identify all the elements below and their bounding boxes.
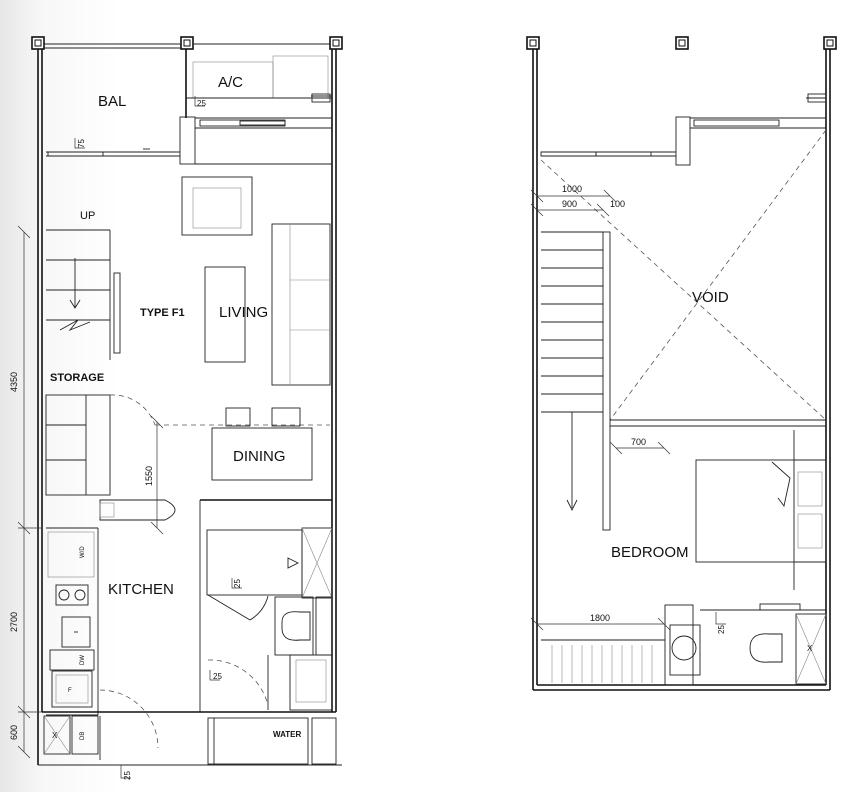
column-marker <box>526 36 540 50</box>
lower-floor-plan <box>17 36 343 779</box>
label-dining: DINING <box>233 448 286 465</box>
dim-1550: 1550 <box>144 466 154 486</box>
upper-floor-plan <box>526 36 837 691</box>
label-stair-up: UP <box>80 210 95 222</box>
label-aircon-ledge: A/C <box>218 74 243 91</box>
dim-25-door: 25 <box>123 771 132 780</box>
dim-1800: 1800 <box>590 613 610 623</box>
column-marker <box>823 36 837 50</box>
label-bedroom: BEDROOM <box>611 544 689 561</box>
dim-4350: 4350 <box>9 372 19 392</box>
label-unit-type: TYPE F1 <box>140 307 185 319</box>
column-marker <box>180 36 194 50</box>
label-void: VOID <box>692 289 729 306</box>
dim-100: 100 <box>610 199 625 209</box>
label-water-tank: WATER <box>273 730 302 739</box>
column-marker <box>675 36 689 50</box>
room-labels: BAL A/C UP TYPE F1 LIVING STORAGE DINING… <box>50 74 813 740</box>
dim-700: 700 <box>631 437 646 447</box>
dimension-labels: 4350 1550 2700 600 75 25 25 25 25 1000 9… <box>9 99 726 780</box>
label-fridge: F <box>68 688 72 694</box>
label-washer-dryer: W/D <box>80 546 86 558</box>
label-db: DB <box>80 732 86 740</box>
label-balcony: BAL <box>98 93 126 110</box>
dim-25-bath: 25 <box>233 579 242 588</box>
dim-25-ac: 25 <box>197 99 206 108</box>
dim-600: 600 <box>9 725 19 740</box>
column-marker <box>329 36 343 50</box>
dim-75: 75 <box>77 139 86 148</box>
column-marker <box>31 36 45 50</box>
label-kitchen: KITCHEN <box>108 581 174 598</box>
dim-900: 900 <box>562 199 577 209</box>
dim-25-sink: 25 <box>213 672 222 681</box>
label-living: LIVING <box>219 304 268 321</box>
dim-2700: 2700 <box>9 612 19 632</box>
dim-25-upper: 25 <box>717 625 726 634</box>
label-x-mark-upper: X <box>807 644 813 653</box>
label-x-mark: X <box>52 731 58 740</box>
dim-1000: 1000 <box>562 184 582 194</box>
label-storage: STORAGE <box>50 372 104 384</box>
label-dishwasher: DW <box>80 655 86 665</box>
